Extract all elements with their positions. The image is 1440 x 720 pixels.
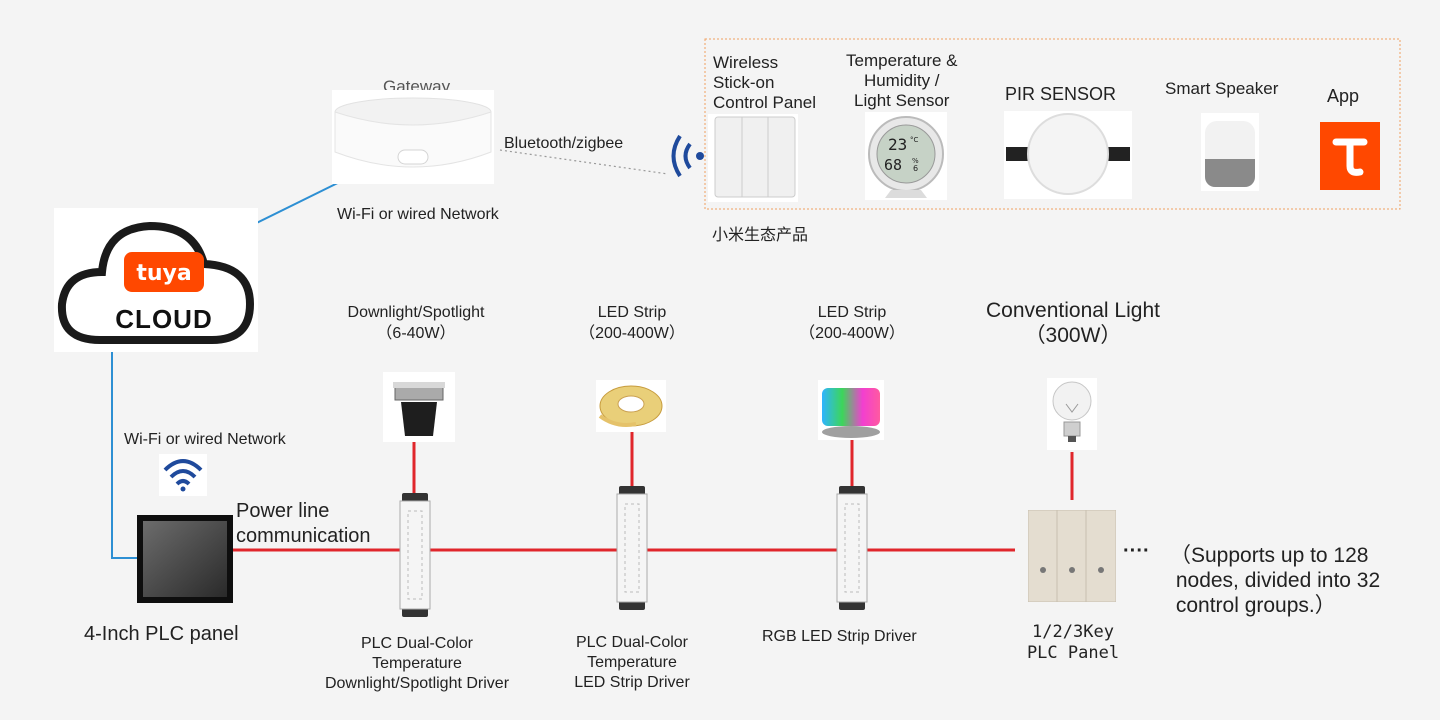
svg-text:68: 68 <box>884 156 902 174</box>
device-label-app: App <box>1327 86 1360 106</box>
gateway-device-icon <box>332 90 494 184</box>
more-nodes-ellipsis: ···· <box>1123 540 1150 562</box>
plc-panel-label: 4-Inch PLC panel <box>84 623 239 645</box>
temperature-humidity-sensor-icon: 23 °C 68 % 6 <box>865 112 947 200</box>
pir-sensor-icon <box>1004 111 1132 199</box>
svg-text:6: 6 <box>913 164 918 173</box>
svg-text:%: % <box>912 157 919 165</box>
wifi-icon <box>159 454 207 496</box>
gateway-network-label: Wi-Fi or wired Network <box>337 206 499 223</box>
driver-label-rgb: RGB LED Strip Driver <box>762 628 917 645</box>
app-icon <box>1320 122 1380 190</box>
driver-led-strip-icon <box>616 486 648 610</box>
device-label-sensor: Temperature & Humidity / Light Sensor <box>846 51 958 110</box>
load-title-downlight: Downlight/Spotlight （6-40W） <box>347 304 485 342</box>
stick-on-panel-icon <box>708 114 798 202</box>
plc-communication-label: Power line communication <box>236 500 371 547</box>
wireless-signal-icon <box>671 134 704 178</box>
downlight-icon <box>383 372 455 442</box>
driver-rgb-strip-icon <box>836 486 868 610</box>
svg-text:°C: °C <box>910 136 919 144</box>
smart-speaker-icon <box>1201 113 1259 191</box>
capacity-note: （Supports up to 128 nodes, divided into … <box>1170 544 1381 617</box>
panel-network-label: Wi-Fi or wired Network <box>124 431 286 448</box>
device-label-speaker: Smart Speaker <box>1165 79 1279 98</box>
driver-downlight-icon <box>399 493 431 617</box>
svg-text:23: 23 <box>888 135 907 154</box>
svg-text:CLOUD: CLOUD <box>115 304 212 334</box>
driver-label-led-strip: PLC Dual-Color Temperature LED Strip Dri… <box>574 634 690 691</box>
key-panel-icon <box>1028 510 1116 602</box>
plc-panel-icon <box>137 515 233 603</box>
load-title-conventional-light: Conventional Light （300W） <box>986 299 1160 347</box>
device-label-control-panel: Wireless Stick-on Control Panel <box>713 53 817 112</box>
driver-label-key-panel: 1/2/3Key PLC Panel <box>1026 622 1120 663</box>
driver-label-downlight: PLC Dual-Color Temperature Downlight/Spo… <box>324 635 510 692</box>
tuya-cloud-icon: tuya CLOUD <box>54 208 258 352</box>
device-label-pir: PIR SENSOR <box>1005 84 1117 104</box>
load-title-led-strip-1: LED Strip （200-400W） <box>579 304 685 342</box>
led-strip-icon <box>596 380 666 432</box>
gateway-link-label: Bluetooth/zigbee <box>504 135 624 152</box>
rgb-led-strip-icon <box>818 380 884 440</box>
ecosystem-caption: 小米生态产品 <box>712 227 809 244</box>
svg-text:tuya: tuya <box>136 261 191 286</box>
load-title-led-strip-2: LED Strip （200-400W） <box>799 304 905 342</box>
light-bulb-icon <box>1047 378 1097 450</box>
